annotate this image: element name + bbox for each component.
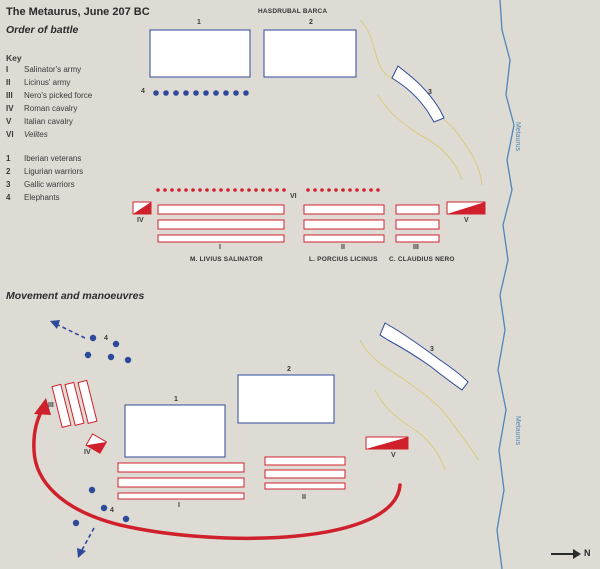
key-title: Key [6, 53, 22, 63]
terrain-contour [377, 94, 463, 181]
elephant-rout-arrowhead [77, 548, 86, 558]
unit-number-4: 4 [110, 507, 114, 514]
elephants-scattered-north [84, 334, 132, 364]
salinator-label: M. Livius Salinator [190, 256, 263, 263]
north-arrow [551, 549, 581, 559]
unit-number-2: 2 [309, 19, 313, 26]
unit-number-3: 3 [430, 346, 434, 353]
north-label: N [584, 548, 591, 558]
movement-heading: Movement and manoeuvres [6, 290, 145, 302]
unit-number-VI: VI [290, 193, 297, 200]
unit-number-2: 2 [287, 366, 291, 373]
carthaginian-unit-3 [391, 65, 445, 123]
italian-cavalry-V [446, 201, 486, 215]
hasdrubal-label: Hasdrubal Barca [258, 8, 328, 15]
unit-number-II: II [341, 244, 345, 251]
nero-march-arrowhead [34, 398, 51, 415]
carthaginian-unit-1 [124, 404, 226, 458]
river-metaurus [496, 0, 515, 569]
terrain-contour [374, 389, 446, 471]
unit-number-4: 4 [141, 88, 145, 95]
unit-number-1: 1 [174, 396, 178, 403]
roman-army-II [303, 204, 385, 243]
unit-number-3: 3 [428, 89, 432, 96]
unit-number-IV: IV [84, 449, 91, 456]
elephant-rout-arrow [57, 324, 86, 339]
roman-cavalry-IV [85, 433, 108, 454]
elephant-line [153, 90, 249, 96]
unit-number-I: I [178, 502, 180, 509]
unit-number-III: III [413, 244, 419, 251]
unit-number-I: I [219, 244, 221, 251]
map-title: The Metaurus, June 207 BC [6, 6, 150, 18]
unit-number-III: III [48, 402, 54, 409]
unit-number-4: 4 [104, 335, 108, 342]
elephant-rout-arrow [81, 527, 95, 551]
roman-army-III [51, 379, 98, 428]
unit-number-II: II [302, 494, 306, 501]
roman-army-I [117, 462, 245, 500]
carthaginian-unit-3 [379, 322, 469, 391]
roman-army-I [157, 204, 285, 243]
unit-number-V: V [464, 217, 469, 224]
terrain-contour [359, 339, 479, 461]
unit-number-V: V [391, 452, 396, 459]
unit-number-1: 1 [197, 19, 201, 26]
italian-cavalry-V [365, 436, 409, 450]
roman-cavalry-IV [132, 201, 152, 215]
river-label: Metaurus [514, 122, 521, 152]
velites-line [156, 188, 380, 192]
unit-number-IV: IV [137, 217, 144, 224]
nero-march-arrow [32, 408, 402, 541]
elephant-rout-arrowhead [50, 320, 60, 329]
carthaginian-unit-2 [237, 374, 335, 424]
carthaginian-unit-1 [149, 29, 251, 78]
roman-army-II [264, 456, 346, 490]
roman-army-III [395, 204, 440, 243]
elephants-scattered-south [72, 486, 130, 527]
river-label: Metaurus [514, 416, 521, 446]
nero-label: C. Claudius Nero [389, 256, 455, 263]
licinus-label: L. Porcius Licinus [309, 256, 378, 263]
carthaginian-unit-2 [263, 29, 357, 78]
order-of-battle-heading: Order of battle [6, 24, 79, 36]
